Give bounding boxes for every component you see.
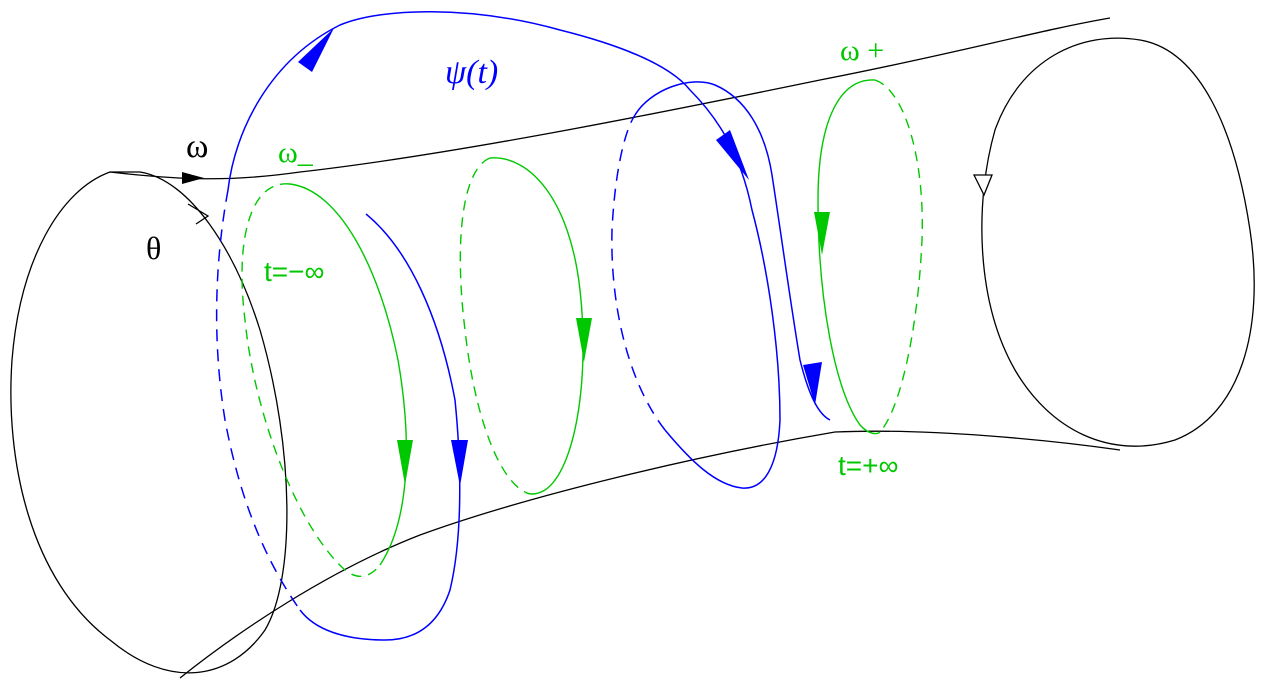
blue-arrowhead-right bbox=[803, 362, 822, 405]
circle-1-dashed bbox=[241, 183, 381, 578]
circle-1-solid bbox=[289, 183, 408, 566]
trajectory-bottom-loop bbox=[299, 213, 461, 641]
label-psi: ψ(t) bbox=[445, 54, 499, 91]
trajectory-top-arc bbox=[227, 11, 691, 191]
green-arrowhead-3 bbox=[814, 212, 830, 255]
blue-arrowhead-top bbox=[298, 28, 334, 72]
theta-arrowhead bbox=[187, 203, 210, 225]
green-arrowhead-2 bbox=[576, 318, 592, 362]
tube-bottom-line bbox=[179, 430, 1121, 679]
tube-top-line bbox=[109, 17, 1111, 180]
label-omega-minus: ω_ bbox=[278, 136, 313, 169]
label-theta: θ bbox=[146, 230, 162, 266]
blue-arrowhead-left bbox=[451, 440, 468, 486]
label-t-plus-inf: t=+∞ bbox=[838, 450, 899, 481]
green-arrowhead-1 bbox=[397, 440, 413, 485]
label-omega-plus: ω + bbox=[840, 34, 885, 67]
circle-3-dashed bbox=[874, 79, 923, 433]
blue-arrowhead-mid bbox=[716, 130, 749, 180]
label-omega: ω bbox=[186, 128, 209, 165]
circle-2-solid bbox=[489, 157, 584, 495]
trajectory-final bbox=[634, 81, 831, 421]
circle-2-dashed bbox=[459, 157, 526, 493]
trajectory-arc-down bbox=[664, 89, 781, 489]
right-end-arrowhead bbox=[972, 174, 993, 197]
trajectory-dashed-2 bbox=[611, 114, 666, 431]
tube bbox=[10, 17, 1255, 679]
circle-3-solid bbox=[817, 79, 881, 435]
left-end-ellipse bbox=[10, 171, 288, 674]
trajectory bbox=[215, 11, 831, 641]
label-t-minus-inf: t=−∞ bbox=[264, 256, 325, 287]
green-circles bbox=[241, 79, 923, 578]
omega-arrowhead bbox=[182, 172, 204, 184]
trajectory-dashed-1 bbox=[215, 189, 301, 611]
right-end-ellipse bbox=[981, 37, 1255, 447]
